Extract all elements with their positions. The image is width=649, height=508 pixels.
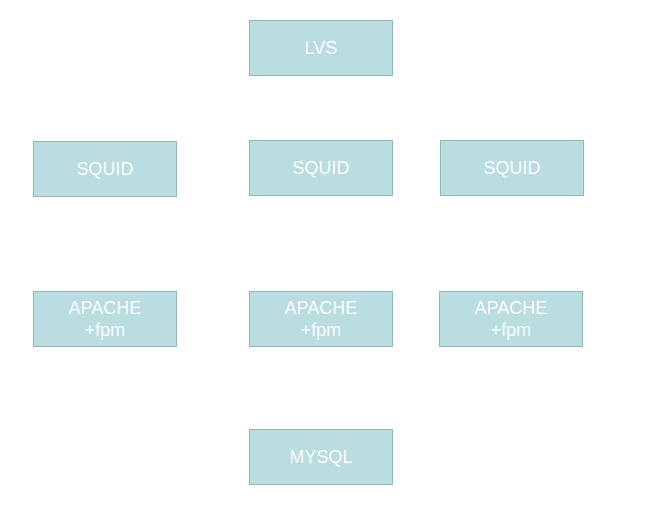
apache-left-sublabel: +fpm <box>84 320 126 340</box>
apache-node-right: APACHE +fpm <box>439 291 583 347</box>
mysql-label: MYSQL <box>289 447 353 467</box>
apache-right-sublabel: +fpm <box>490 320 532 340</box>
apache-center-label: APACHE <box>284 298 358 318</box>
mysql-node: MYSQL <box>249 429 393 485</box>
apache-node-center: APACHE +fpm <box>249 291 393 347</box>
squid-left-label: SQUID <box>76 159 134 179</box>
squid-node-right: SQUID <box>440 140 584 196</box>
lvs-node: LVS <box>249 20 393 76</box>
squid-node-center: SQUID <box>249 140 393 196</box>
lvs-label: LVS <box>304 38 338 58</box>
squid-right-label: SQUID <box>483 158 541 178</box>
apache-left-label: APACHE <box>68 298 142 318</box>
squid-node-left: SQUID <box>33 141 177 197</box>
squid-center-label: SQUID <box>292 158 350 178</box>
apache-right-label: APACHE <box>474 298 548 318</box>
apache-center-sublabel: +fpm <box>300 320 342 340</box>
apache-node-left: APACHE +fpm <box>33 291 177 347</box>
